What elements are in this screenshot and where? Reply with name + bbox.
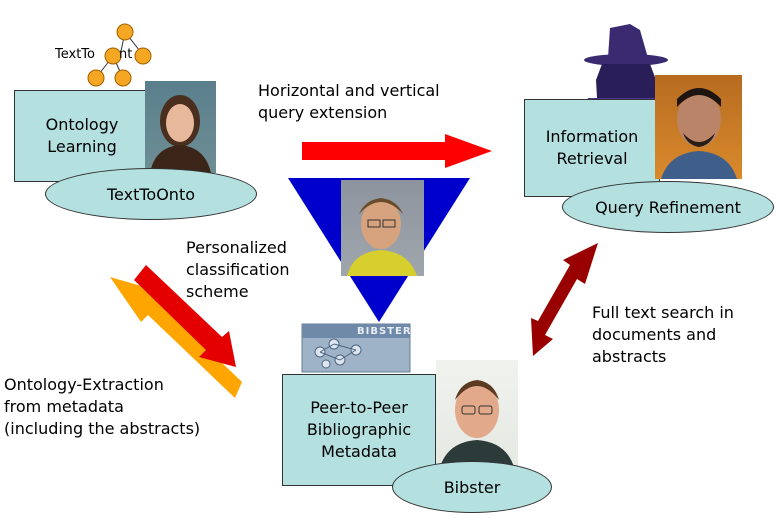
bibster-tag: Bibster	[392, 461, 552, 513]
personalized-line1: Personalized	[186, 238, 287, 257]
query-extension-arrow	[302, 134, 492, 168]
full-text-search-arrow	[531, 243, 598, 356]
horizontal-extension-text: Horizontal and vertical query extension	[258, 80, 440, 124]
ontology-extraction-text: Ontology-Extraction from metadata (inclu…	[4, 374, 200, 440]
extraction-line1: Ontology-Extraction	[4, 375, 164, 394]
personalized-classification-text: Personalized classification scheme	[186, 237, 290, 303]
p2p-label-line3: Metadata	[321, 442, 397, 461]
p2p-label-line1: Peer-to-Peer	[310, 398, 408, 417]
person-photo-retrieval	[655, 75, 742, 179]
p2p-label-line2: Bibliographic	[306, 420, 412, 439]
extraction-line3: (including the abstracts)	[4, 419, 201, 438]
person-photo-ontology	[145, 81, 216, 173]
information-retrieval-label-line2: Retrieval	[556, 149, 628, 168]
fulltext-line1: Full text search in	[592, 303, 734, 322]
classification-scheme-arrow	[134, 265, 236, 367]
ontology-learning-label-line1: Ontology	[45, 115, 119, 134]
extraction-line2: from metadata	[4, 397, 124, 416]
information-retrieval-box: Information Retrieval	[524, 99, 660, 197]
texttoonto-logo-text-right: nt	[119, 47, 133, 62]
texttoonto-logo-text-left: TextTo	[55, 47, 95, 62]
horizontal-extension-line1: Horizontal and vertical	[258, 81, 440, 100]
full-text-search-text: Full text search in documents and abstra…	[592, 302, 734, 368]
horizontal-extension-line2: query extension	[258, 103, 388, 122]
texttoonto-tree-logo	[87, 23, 152, 87]
personalized-line2: classification	[186, 260, 290, 279]
texttoonto-tag: TextToOnto	[45, 168, 257, 220]
ontology-extraction-arrow	[110, 277, 242, 398]
fulltext-line3: abstracts	[592, 347, 667, 366]
information-retrieval-label-line1: Information	[545, 127, 639, 146]
bibster-logo	[301, 323, 411, 373]
personalized-line3: scheme	[186, 282, 249, 301]
bibster-logo-text: BIBSTER	[357, 326, 412, 337]
query-refinement-tag: Query Refinement	[562, 181, 774, 233]
peer-to-peer-box: Peer-to-Peer Bibliographic Metadata	[282, 374, 436, 486]
fulltext-line2: documents and	[592, 325, 717, 344]
person-photo-center	[341, 180, 424, 276]
ontology-learning-label-line2: Learning	[47, 137, 117, 156]
person-photo-p2p	[436, 360, 518, 467]
